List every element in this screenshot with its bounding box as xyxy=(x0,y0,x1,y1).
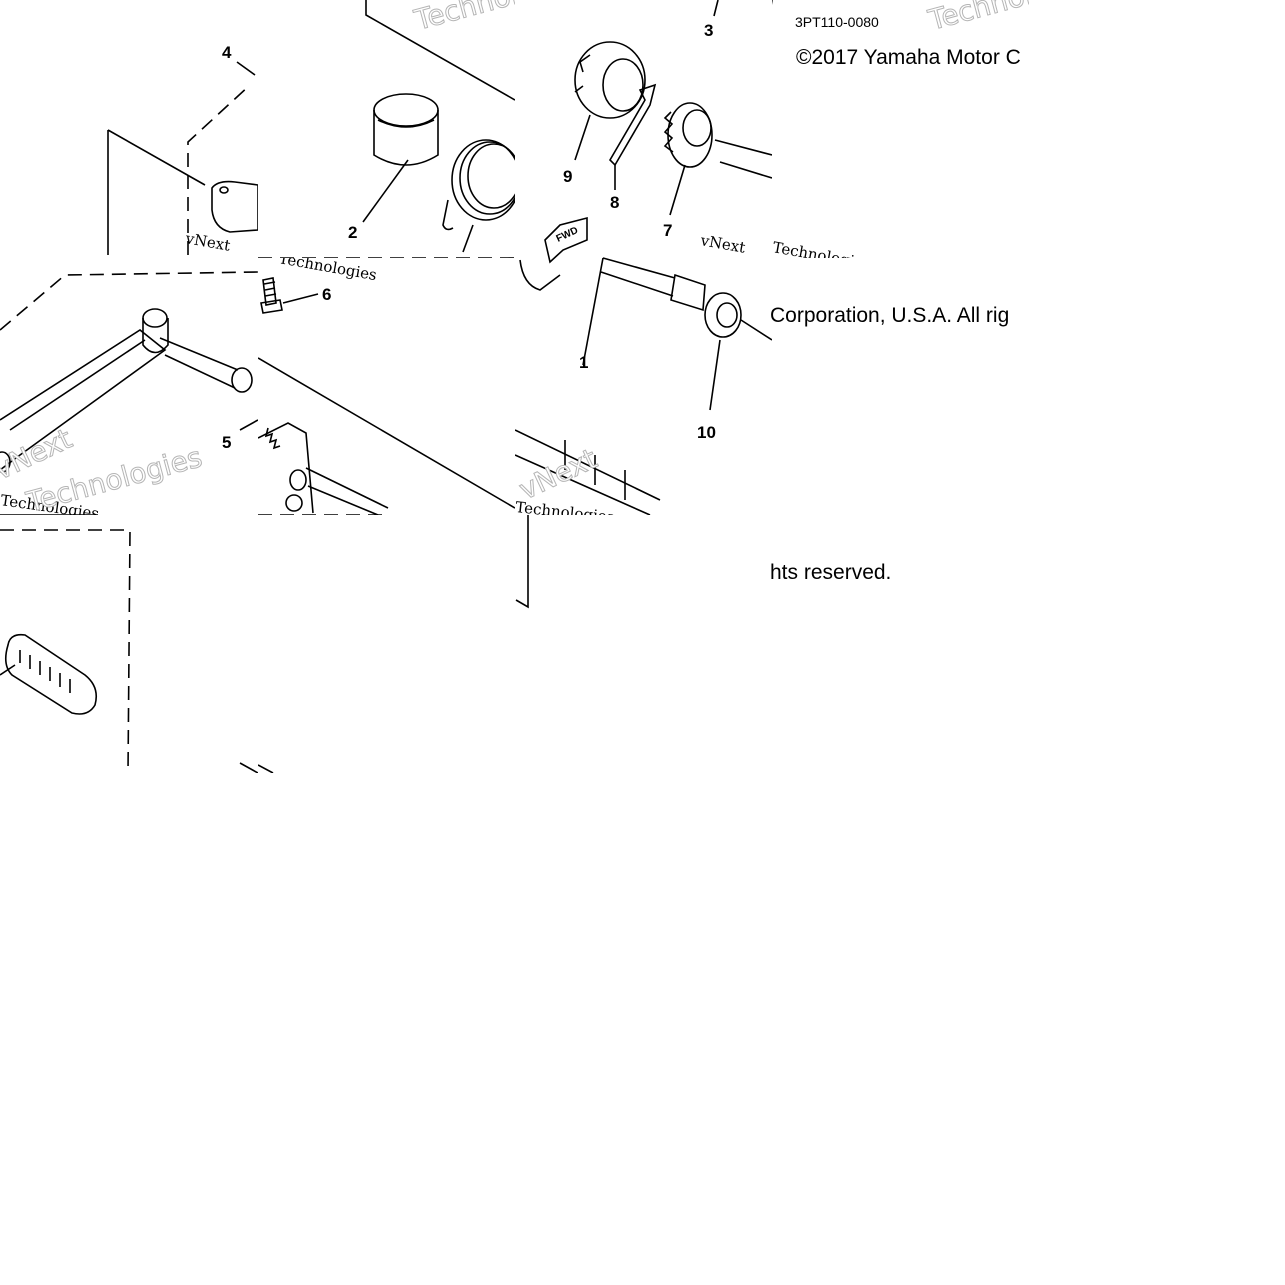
tile-grip xyxy=(0,515,258,773)
bushing-rim xyxy=(373,93,439,127)
crank-pivot-body xyxy=(142,318,169,354)
fwd-arrow xyxy=(544,216,588,264)
callout-8: 8 xyxy=(610,193,619,212)
bolt-shank xyxy=(262,277,277,306)
enclosure-line xyxy=(258,357,515,509)
callout-7: 7 xyxy=(663,221,672,240)
callout-3-wrap: 3 xyxy=(704,0,719,40)
copyright-line-3: hts reserved. xyxy=(770,561,892,584)
leader-line xyxy=(236,61,256,76)
watermark-text: vNext xyxy=(698,231,746,257)
bolt-head xyxy=(260,299,283,314)
callout-10: 10 xyxy=(697,423,716,442)
leader-line xyxy=(239,419,258,431)
leader-line xyxy=(713,0,719,17)
ratchet-teeth xyxy=(574,54,591,93)
lower-shaft xyxy=(515,429,661,515)
edge-line xyxy=(258,764,274,773)
kick-crank-arm-edge xyxy=(9,339,146,431)
tile-e-drawing: Technologies Technologies xyxy=(772,0,1029,258)
gear-teeth xyxy=(264,427,281,450)
bushing-body xyxy=(373,110,439,166)
kick-boss-part xyxy=(211,180,258,233)
kick-gear-hub xyxy=(682,109,712,147)
boss-hole xyxy=(219,186,229,194)
leader-line xyxy=(709,339,721,411)
kick-shaft xyxy=(600,257,676,297)
tile-bushing-spring: 2 Technologies xyxy=(258,0,515,258)
callout-9: 9 xyxy=(563,167,572,186)
leader-line xyxy=(669,164,686,216)
bushing-spring-drawing: 2 Technologies xyxy=(258,0,515,258)
tile-kick-crank: 4 5 vNext vNext Technologies Technologie… xyxy=(0,0,258,515)
watermark-text: Technologies xyxy=(515,498,615,515)
kick-shaft-top xyxy=(714,139,772,179)
part-code: 3PT110-0080 xyxy=(795,14,879,30)
crank-pivot-top xyxy=(142,308,168,328)
bushing-inner xyxy=(377,119,435,128)
gear-shaft xyxy=(305,467,389,509)
watermark-text: Technologies xyxy=(924,0,1029,37)
copyright-line-2: Corporation, U.S.A. All rig xyxy=(770,304,1010,327)
oil-seal xyxy=(704,292,742,338)
kick-crank-arm xyxy=(0,329,167,471)
dashed-outline xyxy=(187,84,251,255)
kick-gear-teeth xyxy=(663,111,674,153)
bracket-drawing xyxy=(258,515,529,773)
watermark-text: Technologies xyxy=(772,238,872,258)
tile-ratchet-shaft: 9 8 7 FWD 1 10 xyxy=(515,0,772,515)
spring-coil xyxy=(451,139,515,221)
enclosure-line xyxy=(365,0,515,101)
spring-coil xyxy=(467,143,515,209)
copyright-line-1: ©2017 Yamaha Motor C xyxy=(796,46,1021,69)
leader-line xyxy=(282,293,319,304)
spring-coil xyxy=(459,141,515,215)
ratchet-body xyxy=(574,41,646,119)
callout-2: 2 xyxy=(348,223,357,242)
gear-segment xyxy=(519,259,561,291)
spring-hook xyxy=(442,199,454,231)
gear-shaft xyxy=(307,485,379,515)
lower-shaft-rings xyxy=(564,440,626,500)
leader-line xyxy=(582,257,604,366)
enclosure-line xyxy=(515,515,529,609)
dashed-outline xyxy=(0,271,258,331)
leader-line xyxy=(574,114,591,161)
leader-line xyxy=(107,129,206,186)
ratchet-clip xyxy=(608,83,657,167)
gear-hole xyxy=(285,494,303,512)
kick-shaft-spline xyxy=(670,273,706,312)
oil-seal-inner xyxy=(716,302,738,328)
grip-ridges xyxy=(19,650,71,693)
dashed-outline xyxy=(0,529,131,773)
tile-copyright: Technologies Technologies xyxy=(772,0,1029,258)
callout-4: 4 xyxy=(222,43,232,62)
callout-5: 5 xyxy=(222,433,231,452)
leader-line xyxy=(462,224,474,253)
watermark-text: Technologies xyxy=(277,258,378,284)
bolt-thread xyxy=(263,281,277,297)
gear-hole xyxy=(289,469,307,491)
watermark-text: Technologies xyxy=(410,0,515,37)
edge-line xyxy=(239,762,258,773)
gear-body xyxy=(258,422,314,514)
watermark-text: vNext xyxy=(183,229,231,255)
callout-3: 3 xyxy=(704,21,713,40)
kick-crank-drawing: 4 5 vNext vNext Technologies Technologie… xyxy=(0,43,258,515)
tile-bolt-gear: 6 Technologies xyxy=(258,258,515,515)
kick-grip xyxy=(4,633,98,715)
tile-bracket xyxy=(258,515,530,773)
crank-shaft-end xyxy=(231,367,253,393)
leader-line xyxy=(362,159,409,223)
crank-shaft xyxy=(159,337,239,389)
callout-6: 6 xyxy=(322,285,331,304)
crank-hub xyxy=(0,451,11,473)
fwd-label: FWD xyxy=(555,225,580,245)
ratchet-inner xyxy=(602,58,644,112)
grip-drawing xyxy=(0,529,258,773)
bolt-gear-drawing: 6 Technologies xyxy=(258,258,515,515)
seal-shaft xyxy=(740,319,772,341)
ratchet-shaft-drawing: 9 8 7 FWD 1 10 xyxy=(515,41,772,515)
callout-1: 1 xyxy=(579,353,588,372)
